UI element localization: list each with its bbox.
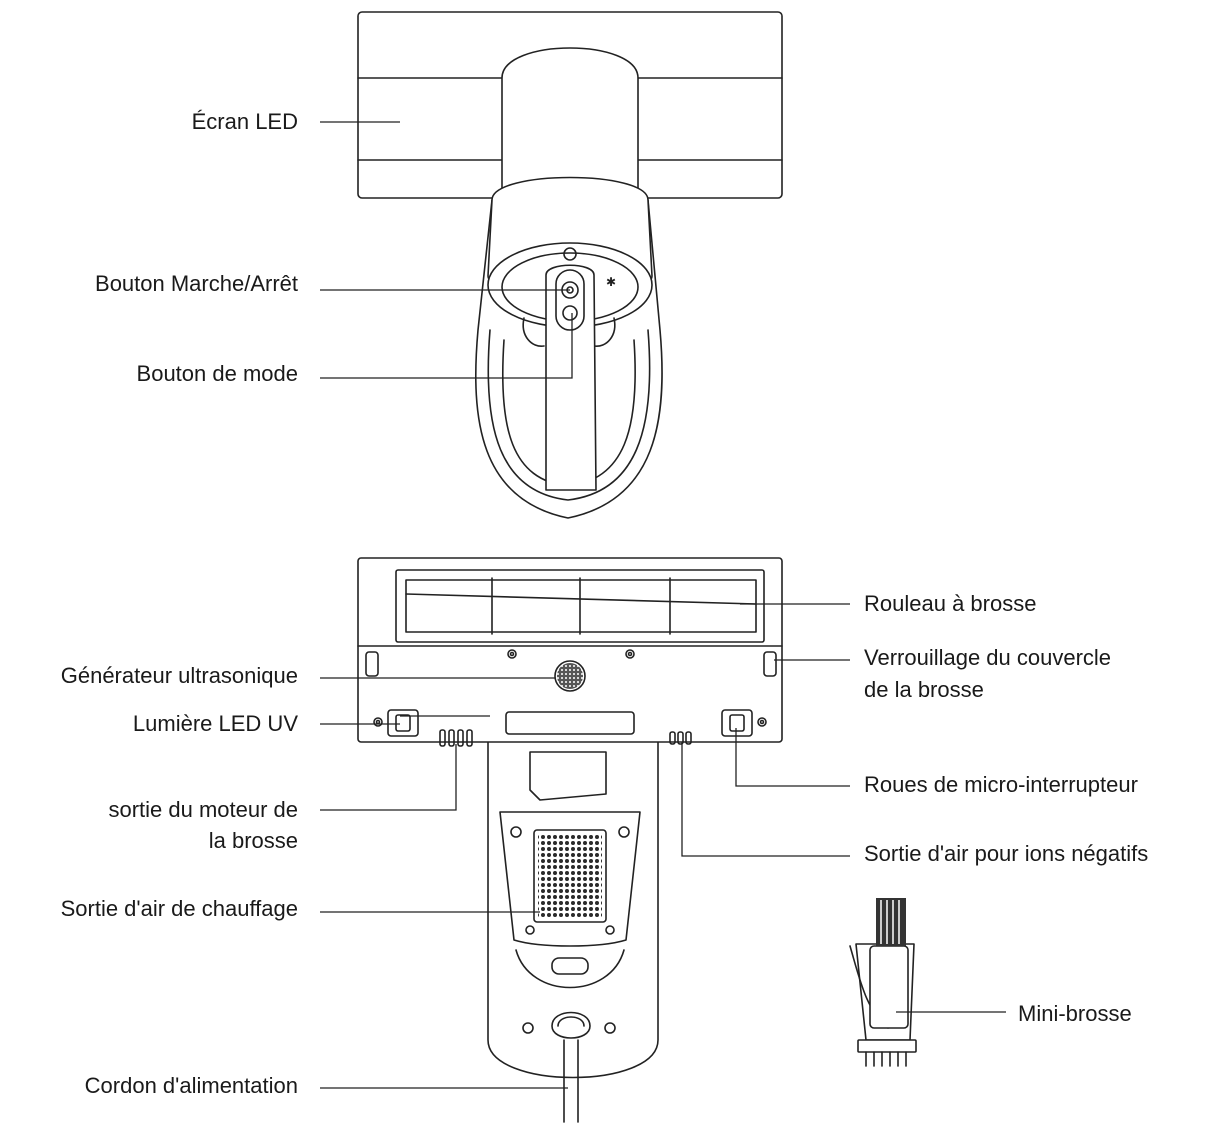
label-verrouillage-line2: de la brosse (864, 677, 984, 702)
label-roues-micro-interrupteur: Roues de micro-interrupteur (864, 772, 1138, 797)
leader-lines (320, 121, 1006, 1089)
label-lumiere-led-uv: Lumière LED UV (132, 711, 298, 736)
svg-text:✱: ✱ (606, 275, 616, 289)
label-mini-brosse: Mini-brosse (1018, 1001, 1132, 1026)
label-cordon-alimentation: Cordon d'alimentation (84, 1073, 298, 1098)
top-view-device: ✱ (357, 11, 783, 519)
label-rouleau-brosse: Rouleau à brosse (864, 591, 1037, 616)
label-generateur-ultrasonique: Générateur ultrasonique (60, 663, 298, 688)
label-bouton-mode: Bouton de mode (136, 361, 298, 386)
label-verrouillage-line1: Verrouillage du couvercle (864, 645, 1112, 670)
heating-grille (538, 834, 602, 918)
label-sortie-moteur-line2: la brosse (208, 828, 298, 853)
mini-brush-drawing (849, 943, 917, 1067)
label-ecran-led: Écran LED (191, 109, 298, 134)
label-bouton-marche-arret: Bouton Marche/Arrêt (95, 271, 298, 296)
label-sortie-moteur-line1: sortie du moteur de (108, 797, 298, 822)
label-sortie-air-chauffage: Sortie d'air de chauffage (60, 896, 298, 921)
label-sortie-air-ions: Sortie d'air pour ions négatifs (864, 841, 1149, 866)
